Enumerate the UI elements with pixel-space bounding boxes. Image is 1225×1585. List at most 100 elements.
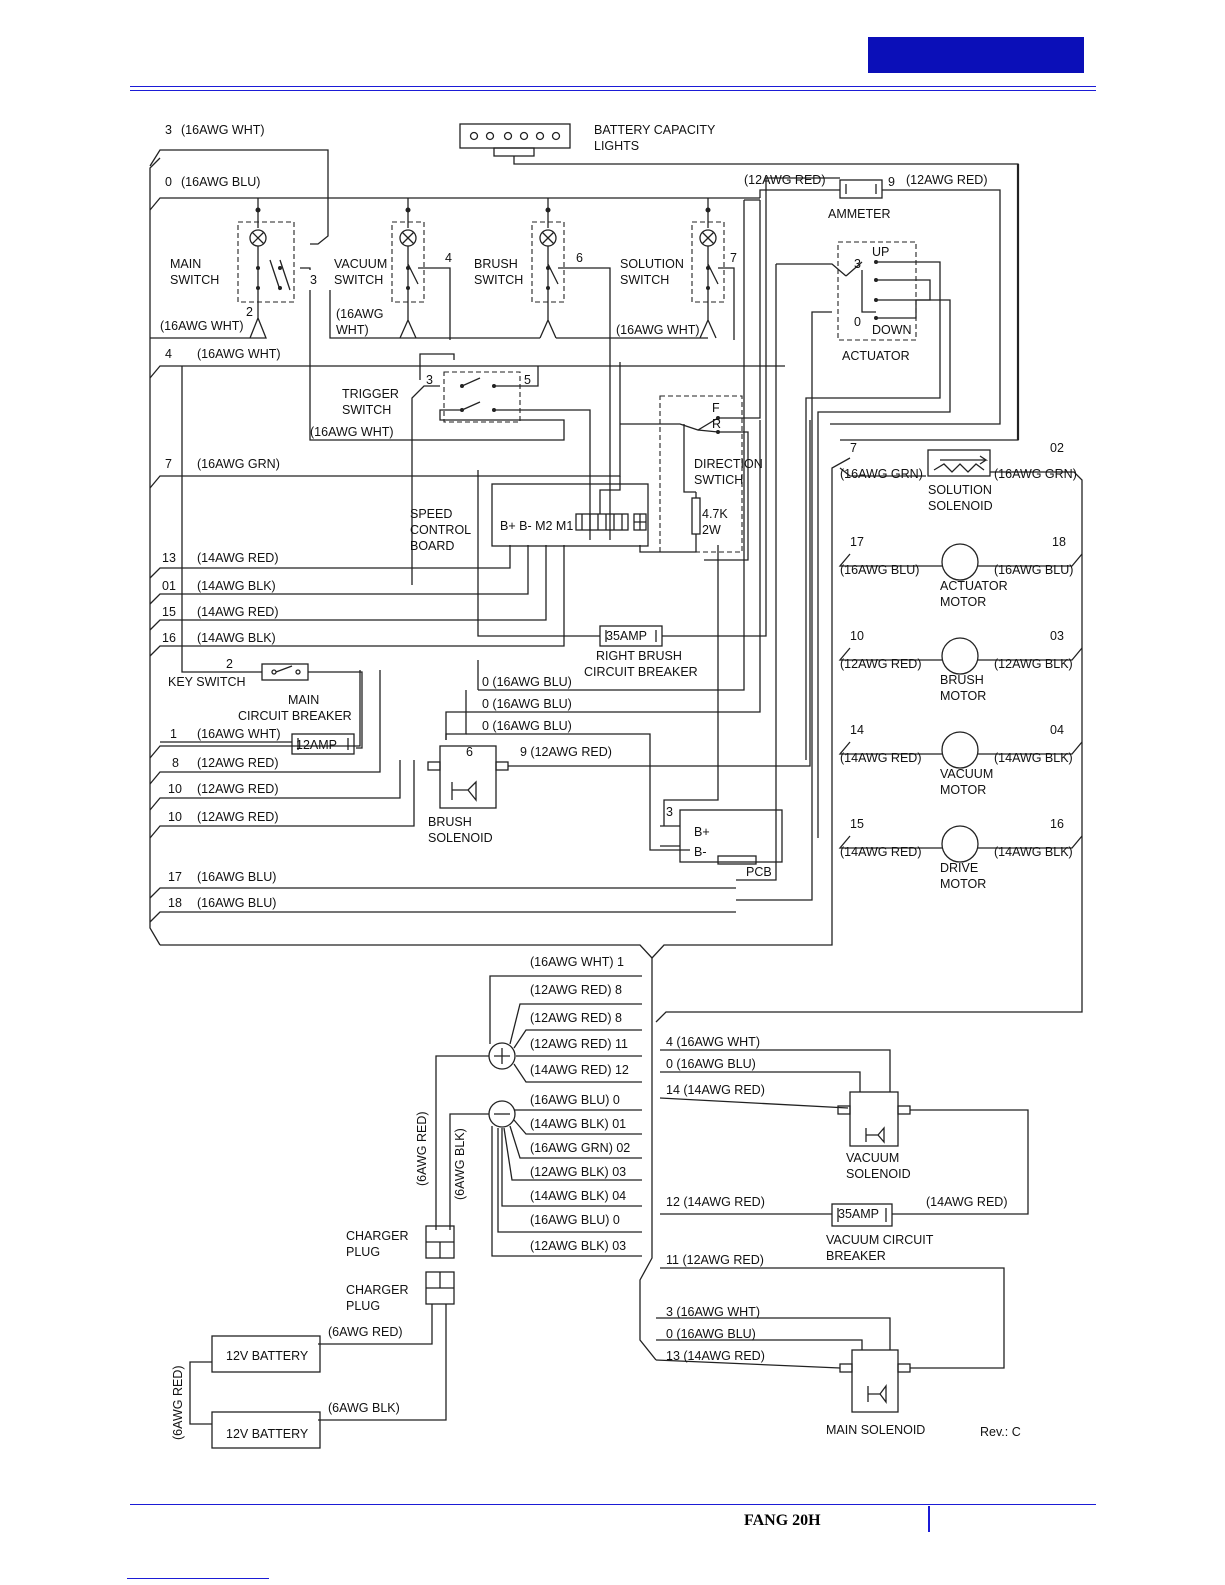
battery-label: 12V BATTERY: [226, 1349, 309, 1363]
wire-label: (14AWG BLK): [994, 845, 1073, 859]
wire-label: 9 (12AWG RED): [520, 745, 612, 759]
wire-label: 3: [854, 257, 861, 271]
wire-label: (16AWG GRN) 02: [530, 1141, 630, 1155]
wire-label: 14: [850, 723, 864, 737]
battery-lights-label: LIGHTS: [594, 139, 639, 153]
main-breaker-rating: 12AMP: [296, 738, 337, 752]
speed-control-board: [491, 476, 649, 547]
trigger-switch-label: TRIGGER: [342, 387, 399, 401]
speed-board-label: CONTROL: [410, 523, 471, 537]
wire-label: (6AWG RED): [415, 1111, 429, 1186]
charger-plug-label: CHARGER: [346, 1229, 409, 1243]
wire-label: (16AWG BLU): [197, 870, 276, 884]
drive-motor-label: MOTOR: [940, 877, 986, 891]
direction-switch-label: SWTICH: [694, 473, 743, 487]
wire-label: 02: [1050, 441, 1064, 455]
wire-label: 01: [162, 579, 176, 593]
vacuum-motor-label: MOTOR: [940, 783, 986, 797]
pcb-label: PCB: [746, 865, 772, 879]
direction-r-label: R: [712, 417, 721, 431]
wire-label: (16AWG WHT): [197, 347, 281, 361]
wire-label: 2: [226, 657, 233, 671]
wire-label: (14AWG RED): [197, 551, 279, 565]
wire-label: (16AWG WHT): [310, 425, 394, 439]
wire-label: 17: [168, 870, 182, 884]
wire-label: (16AWG BLU): [994, 563, 1073, 577]
header-rule: [130, 86, 1096, 87]
right-brush-breaker: [477, 177, 840, 647]
wire-label: (14AWG RED): [840, 845, 922, 859]
header-rule: [130, 90, 1096, 91]
charger-plug-label: CHARGER: [346, 1283, 409, 1297]
wire-label: 0 (16AWG BLU): [666, 1057, 756, 1071]
wire-label: (16AWG: [336, 307, 383, 321]
header-accent-block: [868, 37, 1084, 73]
blue-distribution: [445, 199, 761, 851]
wire-label: 0 (16AWG BLU): [666, 1327, 756, 1341]
resistor-label: 4.7K: [702, 507, 728, 521]
wire-label: (12AWG BLK) 03: [530, 1165, 626, 1179]
battery-harness: [435, 958, 1029, 1413]
wire-label: WHT): [336, 323, 369, 337]
brush-solenoid-label: BRUSH: [428, 815, 472, 829]
wire-label: (14AWG BLK) 04: [530, 1189, 626, 1203]
actuator-label: ACTUATOR: [842, 349, 910, 363]
wire-label: (6AWG BLK): [328, 1401, 400, 1415]
speed-board-label: BOARD: [410, 539, 454, 553]
speed-board-label: SPEED: [410, 507, 452, 521]
direction-switch-label: DIRECTION: [694, 457, 763, 471]
solution-switch-label: SOLUTION: [620, 257, 684, 271]
wire-label: 4: [165, 347, 172, 361]
wire-label: 16: [162, 631, 176, 645]
vacuum-breaker-label: BREAKER: [826, 1249, 886, 1263]
wire-label: (16AWG BLU): [197, 896, 276, 910]
wire-label: (12AWG RED) 8: [530, 1011, 622, 1025]
wire-label: (16AWG GRN): [197, 457, 280, 471]
actuator-switch: [736, 241, 951, 901]
wire-label: 14 (14AWG RED): [666, 1083, 765, 1097]
wire-label: 0 (16AWG BLU): [482, 697, 572, 711]
wire-label: 6: [466, 745, 473, 759]
brush-solenoid: [427, 420, 811, 809]
wire-label: 3 (16AWG WHT): [666, 1305, 760, 1319]
actuator-down-label: DOWN: [872, 323, 912, 337]
charger-plug-label: PLUG: [346, 1245, 380, 1259]
main-switch-label: MAIN: [170, 257, 201, 271]
wire-label: (14AWG BLK): [994, 751, 1073, 765]
wire-label: 2: [246, 305, 253, 319]
wire-label: (16AWG BLU) 0: [530, 1213, 620, 1227]
wire-label: (12AWG RED): [197, 810, 279, 824]
key-switch-label: KEY SWITCH: [168, 675, 246, 689]
footer-model-name: FANG 20H: [744, 1512, 821, 1529]
wire-label: (16AWG WHT): [616, 323, 700, 337]
charger-plug-label: PLUG: [346, 1299, 380, 1313]
wire-label: 0 (16AWG BLU): [482, 719, 572, 733]
wire-label: (14AWG BLK): [197, 631, 276, 645]
wire-label: 5: [524, 373, 531, 387]
brush-switch-label: BRUSH: [474, 257, 518, 271]
wire-label: (14AWG RED): [197, 605, 279, 619]
battery-lights-label: BATTERY CAPACITY: [594, 123, 716, 137]
wire-label: (6AWG BLK): [453, 1128, 467, 1200]
wire-label: 7: [165, 457, 172, 471]
vacuum-solenoid-label: SOLENOID: [846, 1167, 911, 1181]
right-motor-column: [655, 164, 1083, 1023]
vacuum-switch-label: VACUUM: [334, 257, 387, 271]
footer-separator: [928, 1506, 930, 1532]
vacuum-breaker-label: VACUUM CIRCUIT: [826, 1233, 934, 1247]
main-solenoid-label: MAIN SOLENOID: [826, 1423, 925, 1437]
brush-switch-label: SWITCH: [474, 273, 523, 287]
footer-rule: [130, 1504, 1096, 1505]
wire-label: 12 (14AWG RED): [666, 1195, 765, 1209]
wire-label: 18: [1052, 535, 1066, 549]
wire-label: (12AWG RED): [197, 756, 279, 770]
wire-label: (16AWG BLU): [840, 563, 919, 577]
ammeter: [759, 179, 1001, 425]
wire-label: 7: [850, 441, 857, 455]
charger-and-batteries: [189, 1225, 455, 1449]
battery-label: 12V BATTERY: [226, 1427, 309, 1441]
wire-label: (14AWG RED) 12: [530, 1063, 629, 1077]
pcb: [660, 545, 783, 865]
ammeter-label: AMMETER: [828, 207, 891, 221]
